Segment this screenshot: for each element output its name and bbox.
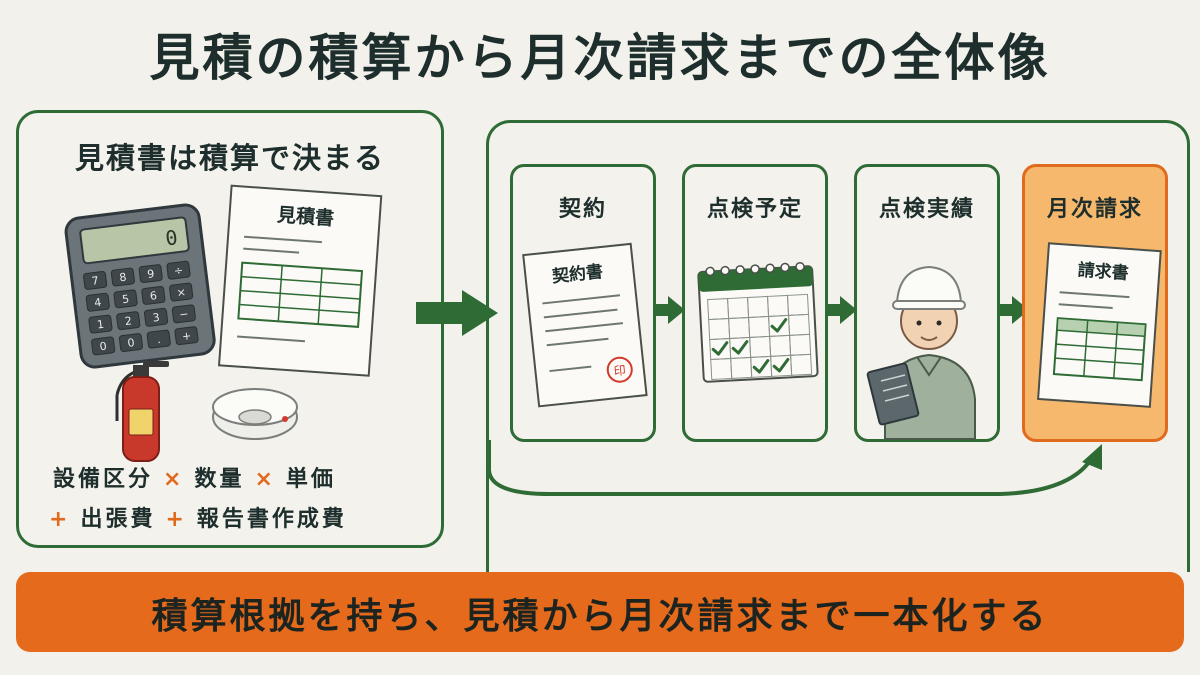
svg-text:2: 2 (124, 314, 133, 328)
svg-text:3: 3 (152, 311, 161, 325)
check-icon (711, 341, 729, 356)
fire-extinguisher-icon (115, 361, 169, 462)
svg-text:0: 0 (127, 336, 136, 350)
svg-text:×: × (176, 286, 187, 300)
workflow-panel (486, 120, 1190, 572)
multiply-operator: × (163, 467, 185, 492)
calendar-cell (790, 353, 813, 376)
calculator-key: 1 (88, 314, 113, 334)
svg-text:6: 6 (149, 289, 158, 303)
check-icon (752, 359, 770, 374)
formula-term: 数量 (194, 467, 245, 492)
svg-text:7: 7 (91, 274, 100, 288)
estimate-document-label: 見積書 (276, 203, 334, 230)
arrow-right-icon (653, 296, 685, 324)
formula-term: 出張費 (80, 507, 156, 532)
step-label: 契約 (558, 197, 607, 222)
svg-text:−: − (179, 307, 190, 321)
svg-text:+: + (181, 329, 192, 343)
invoice-document-icon: 請求書 (1037, 242, 1162, 408)
calculator-key: 5 (113, 289, 138, 309)
formula-term: 単価 (285, 467, 336, 492)
calculator-key: 0 (118, 333, 143, 352)
svg-text:8: 8 (119, 271, 128, 285)
seal-text: 印 (613, 363, 626, 378)
contract-document-icon: 契約書 印 (522, 242, 648, 408)
formula-term: 設備区分 (53, 467, 154, 492)
page-title: 見積の積算から月次請求までの全体像 (149, 29, 1051, 87)
step-label: 月次請求 (1046, 197, 1143, 222)
calendar-ring (765, 263, 775, 274)
plus-operator: + (49, 507, 71, 532)
step-monthly-billing: 月次請求 請求書 (1022, 164, 1168, 442)
step-label: 点検実績 (878, 197, 975, 222)
arrow-right-icon (825, 296, 857, 324)
step-schedule: 点検予定 (682, 164, 828, 442)
calendar-ring (750, 264, 760, 274)
calculator-key: − (171, 304, 196, 324)
check-icon (772, 357, 790, 373)
summary-banner-text: 積算根拠を持ち、見積から月次請求まで一本化する (151, 596, 1049, 637)
check-icon (731, 340, 749, 355)
step-contract: 契約 契約書 印 (510, 164, 656, 442)
step-inspection-results: 点検実績 (854, 164, 1000, 442)
svg-text:9: 9 (146, 267, 155, 281)
svg-text:.: . (156, 333, 161, 346)
calculator-key: 3 (144, 307, 169, 327)
calculator-key: 9 (138, 264, 163, 284)
calculator-display: 0 (164, 225, 179, 250)
calculator-key: 7 (83, 270, 108, 290)
estimate-document-icon: 見積書 (217, 184, 383, 377)
arrow-right-icon (416, 290, 498, 336)
calculator-icon: 0 7 8 9 ÷ 4 5 6 × 1 2 3 − 0 0. + (64, 203, 216, 369)
calculator-key: 6 (141, 286, 166, 305)
calendar-ring (705, 266, 715, 277)
multiply-operator: × (254, 467, 276, 492)
calculator-key: × (169, 282, 194, 302)
svg-text:5: 5 (121, 292, 130, 306)
step-label: 点検予定 (706, 197, 803, 222)
calculator-key: 4 (85, 292, 110, 312)
estimate-panel-heading: 見積書は積算で決まる (74, 141, 385, 175)
arrow-right-icon (997, 296, 1029, 324)
calendar-icon (697, 261, 819, 383)
inspector-icon (866, 265, 976, 440)
calendar-ring (735, 265, 745, 275)
svg-text:÷: ÷ (173, 264, 184, 278)
estimate-panel: 見積書は積算で決まる 0 7 8 9 ÷ 4 5 6 × 1 2 3 − 0 0. + 見積書 (16, 110, 444, 548)
check-icon (770, 318, 788, 333)
summary-banner: 積算根拠を持ち、見積から月次請求まで一本化する (16, 572, 1184, 652)
calendar-ring (795, 261, 805, 272)
formula-term: 報告書作成費 (196, 507, 347, 532)
invoice-document-label: 請求書 (1077, 259, 1129, 284)
svg-text:1: 1 (96, 318, 105, 332)
formula-line-1: 設備区分 × 数量 × 単価 (53, 461, 336, 493)
calculator-key: 2 (116, 311, 141, 331)
smoke-detector-icon (212, 388, 298, 440)
calculator-key: + (174, 326, 199, 346)
svg-text:4: 4 (94, 296, 103, 310)
calendar-ring (720, 265, 730, 276)
calculator-key: 0 (91, 336, 116, 356)
seal-icon (606, 356, 633, 383)
calculator-key: ÷ (166, 260, 191, 280)
calendar-ring (780, 262, 790, 273)
loop-arrow-icon (487, 440, 1102, 496)
calculator-key: . (146, 329, 171, 349)
svg-text:0: 0 (99, 340, 108, 354)
plus-operator: + (165, 507, 187, 532)
formula-line-2: + 出張費 + 報告書作成費 (49, 501, 347, 533)
calculator-key: 8 (110, 267, 135, 287)
